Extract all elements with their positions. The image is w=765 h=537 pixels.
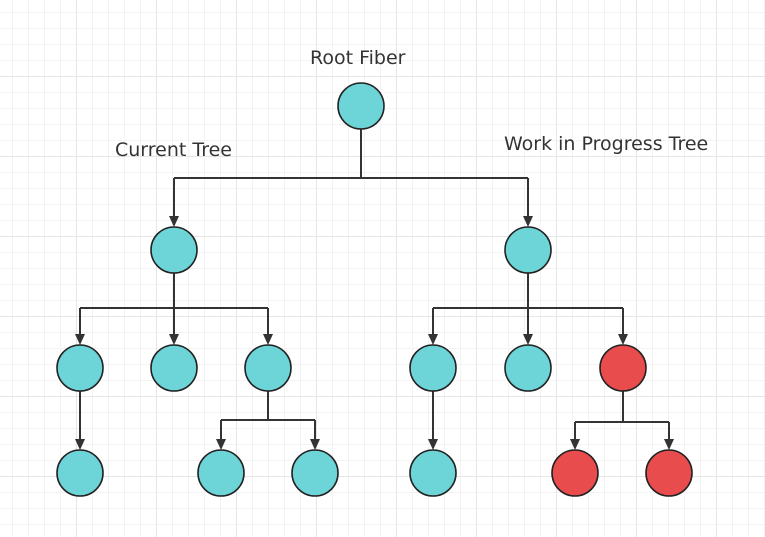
- wip-grandchild-3-node: [645, 449, 693, 497]
- current-child-2-node: [150, 344, 198, 392]
- current-child-3-arrow: [263, 334, 273, 345]
- edges: [75, 129, 674, 450]
- current-grandchild-2-node: [197, 449, 245, 497]
- current-grandchild-1-arrow: [75, 439, 85, 450]
- current-grandchild-3-node: [291, 449, 339, 497]
- current-child-1-node: [56, 344, 104, 392]
- wip-child-3-node: [599, 344, 647, 392]
- wip-grandchild-3-arrow: [664, 439, 674, 450]
- current-grandchild-3-arrow: [310, 439, 320, 450]
- wip-grandchild-1-node: [409, 449, 457, 497]
- current-root-arrow: [169, 216, 179, 227]
- root-fiber-label: Root Fiber: [310, 47, 406, 69]
- current-child-2-arrow: [169, 334, 179, 345]
- nodes: [56, 82, 693, 497]
- current-child-3-node: [244, 344, 292, 392]
- wip-child-2-arrow: [523, 334, 533, 345]
- wip-grandchild-2-arrow: [570, 439, 580, 450]
- current-root-node: [150, 226, 198, 274]
- wip-root-arrow: [523, 216, 533, 227]
- wip-child-1-arrow: [428, 334, 438, 345]
- work-in-progress-tree-label: Work in Progress Tree: [504, 133, 709, 155]
- wip-child-1-node: [409, 344, 457, 392]
- wip-grandchild-1-arrow: [428, 439, 438, 450]
- current-grandchild-2-arrow: [216, 439, 226, 450]
- current-child-1-arrow: [75, 334, 85, 345]
- wip-grandchild-2-node: [551, 449, 599, 497]
- root-node: [337, 82, 385, 130]
- current-grandchild-1-node: [56, 449, 104, 497]
- current-tree-label: Current Tree: [115, 139, 232, 161]
- wip-root-node: [504, 226, 552, 274]
- wip-child-3-arrow: [618, 334, 628, 345]
- wip-child-2-node: [504, 344, 552, 392]
